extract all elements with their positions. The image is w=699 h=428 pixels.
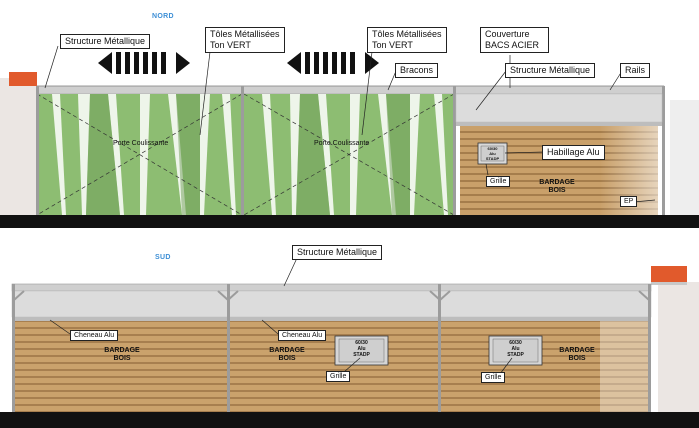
grille-plate-line2: Alu [357, 346, 366, 352]
bardage-line2: BOIS [278, 355, 296, 362]
label-porte-coulissante-right: Porte Coulissante [314, 140, 370, 147]
label-couverture-line2: BACS ACIER [485, 40, 540, 50]
grille-plate-line3: STADP [507, 352, 524, 358]
label-structure-metallique-north-left: Structure Métallique [60, 34, 151, 49]
south-elevation-title: SUD [155, 254, 171, 261]
south-post [648, 284, 651, 412]
label-toles-line2: Ton VERT [372, 40, 413, 50]
bardage-line2: BOIS [548, 187, 566, 194]
label-structure-metallique-south: Structure Métallique [292, 245, 383, 260]
south-elevation [0, 257, 699, 428]
north-arrow-left [98, 52, 190, 74]
south-grille-plate-2-text: 60/30 Alu STADP [493, 340, 538, 358]
north-gutter [456, 122, 662, 126]
label-porte-coulissante-left: Porte Coulissante [113, 140, 169, 147]
north-bracing-dashes [36, 93, 455, 216]
label-habillage-alu: Habillage Alu [542, 145, 605, 160]
bardage-line1: BARDAGE [559, 347, 595, 354]
south-bracing [13, 290, 650, 301]
north-post [662, 86, 665, 215]
label-couverture: Couverture BACS ACIER [480, 27, 549, 53]
bardage-line2: BOIS [113, 355, 131, 362]
label-grille-south-2: Grille [481, 372, 506, 383]
north-post [36, 86, 39, 215]
north-elevation [0, 45, 699, 228]
south-right-building-chimney [651, 266, 687, 282]
label-toles-line1: Tôles Métallisées [372, 29, 442, 39]
south-roof-canopy [11, 290, 652, 318]
north-arrow-right [287, 52, 379, 74]
label-bardage-bois-south-3: BARDAGE BOIS [552, 347, 602, 363]
south-post [12, 284, 15, 412]
label-structure-metallique-north-right: Structure Métallique [505, 63, 596, 78]
south-ground [0, 412, 699, 428]
label-toles-line1: Tôles Métallisées [210, 29, 280, 39]
north-post [241, 86, 244, 215]
grille-plate-line3: STADP [353, 352, 370, 358]
label-grille-south-1: Grille [326, 371, 351, 382]
label-bracons: Bracons [395, 63, 439, 78]
grille-plate-line2: Alu [511, 346, 520, 352]
bardage-line1: BARDAGE [269, 347, 305, 354]
green-panel-shade [86, 94, 410, 215]
grille-plate-line1: 60/30 [355, 340, 368, 346]
label-rails: Rails [620, 63, 651, 78]
grille-plate-line3: STADP [485, 156, 500, 161]
label-toles-metallisees-right: Tôles Métallisées Ton VERT [367, 27, 447, 53]
label-toles-metallisees-left: Tôles Métallisées Ton VERT [205, 27, 285, 53]
south-right-building [658, 282, 699, 412]
south-roof-beam [11, 283, 652, 292]
south-wood-shadow [600, 321, 650, 412]
label-cheneau-alu-1: Cheneau Alu [70, 330, 119, 341]
south-leaders [49, 257, 513, 375]
north-grille-plate-text: 60/30 Alu STADP [478, 146, 507, 161]
label-toles-line2: Ton VERT [210, 40, 251, 50]
north-elevation-title: NORD [152, 13, 174, 20]
south-post [438, 284, 441, 412]
right-building [670, 100, 699, 215]
grille-plate-line2: Alu [489, 151, 496, 156]
left-building-chimney [9, 72, 37, 86]
label-ep: EP [620, 196, 638, 207]
south-grille-plate-1-text: 60/30 Alu STADP [339, 340, 384, 358]
label-bardage-bois-north: BARDAGE BOIS [532, 179, 582, 195]
left-building [0, 78, 37, 215]
grille-plate-line1: 60/30 [487, 146, 498, 151]
label-bardage-bois-south-2: BARDAGE BOIS [262, 347, 312, 363]
grille-plate-line1: 60/30 [509, 340, 522, 346]
label-cheneau-alu-2: Cheneau Alu [278, 330, 327, 341]
north-ground [0, 215, 699, 228]
bardage-line1: BARDAGE [539, 179, 575, 186]
north-roof-canopy [455, 93, 663, 123]
south-wood-cladding [14, 321, 650, 412]
label-bardage-bois-south-1: BARDAGE BOIS [97, 347, 147, 363]
north-roof-beam [36, 85, 665, 95]
label-grille-north: Grille [486, 176, 511, 187]
bardage-line2: BOIS [568, 355, 586, 362]
south-post [227, 284, 230, 412]
north-post [453, 86, 456, 215]
south-gutter [12, 317, 651, 321]
bardage-line1: BARDAGE [104, 347, 140, 354]
label-couverture-line1: Couverture [485, 29, 530, 39]
